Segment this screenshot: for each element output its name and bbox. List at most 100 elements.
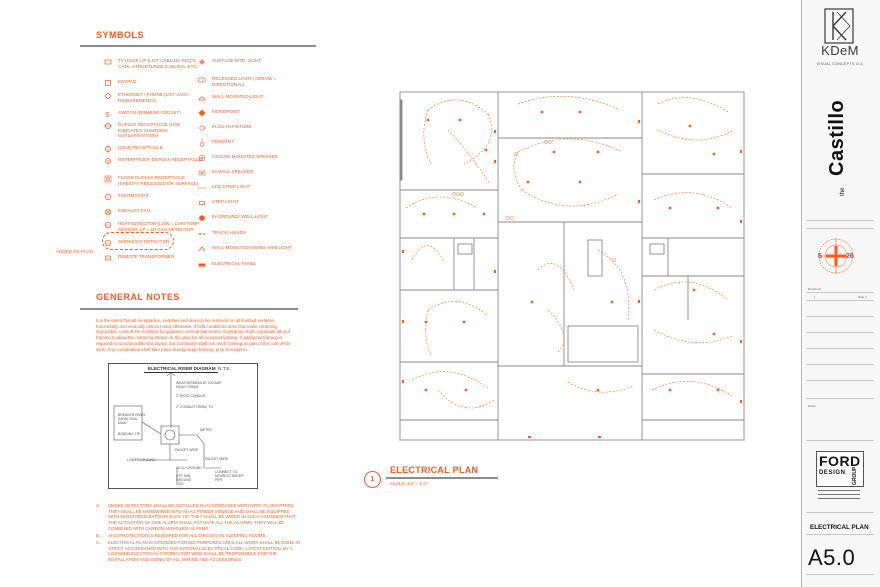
svg-text:S: S <box>106 241 109 245</box>
symbol-legend-row: PLUG-IN FIXTURE <box>198 124 252 132</box>
firm-name: KDeM <box>821 43 859 58</box>
symbol-legend-row: WALL MOUNTED LIGHT <box>198 94 263 102</box>
symbol-legend-row: TV HOOK-UP (LIST CABLING REQ'D, CAT6, ST… <box>104 58 204 69</box>
designer-logo-line1: FORD <box>819 453 861 469</box>
symbol-label: QUAD RECEPTACLE <box>118 145 163 150</box>
recessed-light-icon <box>198 77 206 83</box>
notes-label: Notes <box>808 404 816 408</box>
symbol-legend-row: FLOOR DUPLEX RECEPTACLE (SPECIFY RECESSE… <box>104 175 204 186</box>
symbol-legend-row: DUPLEX RECEPTACLE (USB INDICATES CHARGIN… <box>104 122 204 139</box>
symbol-legend-row: T REMOTE TRANSFORMER <box>104 254 174 262</box>
added-to-plan-note: ADDED TO PLAN <box>56 249 93 254</box>
symbol-label: THERMOSTAT <box>118 193 149 198</box>
firm-subtitle: VISUAL CONCEPTS LLC <box>816 62 864 66</box>
riser-label: CONNECT TO NEAREST WATER PIPE <box>215 470 244 482</box>
riser-label: #6 CU GROUND <box>176 466 202 470</box>
general-notes-divider <box>80 308 298 310</box>
title-block-divider <box>806 228 874 229</box>
riser-label: BONDING TIE <box>118 432 140 436</box>
switch-icon: S <box>105 112 110 118</box>
numbered-note: C.ELECTRICAL PLAN IS INTENDED FOR BID PU… <box>96 540 300 563</box>
riser-label: LOWER GROUND <box>127 458 156 462</box>
plan-title-underline <box>386 477 498 479</box>
revision-number: 1 <box>814 295 816 299</box>
symbol-label: KEYPAD <box>118 79 137 84</box>
symbol-legend-row: STEP LIGHT <box>198 199 239 207</box>
symbol-legend-row: KEYPAD <box>104 79 136 87</box>
symbol-legend-row: LED STRIP LIGHT <box>198 184 250 192</box>
title-block-divider <box>806 440 874 441</box>
symbol-legend-row: CEILING MOUNTED SPEAKER <box>198 154 278 162</box>
compass-left-value: 5 <box>818 253 822 260</box>
riser-label: 2" RIGID CONDUIT <box>176 394 206 398</box>
title-block-divider <box>806 398 874 399</box>
symbol-label: PENDANT <box>212 139 234 144</box>
circuit-lines <box>405 96 735 409</box>
surface-light-icon <box>199 59 205 65</box>
symbol-label: ELECTRICAL PANEL <box>212 261 257 266</box>
symbol-label: CEILING MOUNTED SPEAKER <box>212 154 278 159</box>
ceiling-fixture-marks <box>422 110 720 392</box>
duplex-usb-icon <box>104 123 112 129</box>
exhaust-fan-icon <box>104 208 112 216</box>
project-article: the <box>840 187 846 196</box>
north-arrow-icon <box>818 238 854 274</box>
general-notes-title: GENERAL NOTES <box>96 292 180 302</box>
smoke-co-detector-icon: S <box>104 239 112 247</box>
symbols-title: SYMBOLS <box>96 30 145 40</box>
designer-logo-line3: GROUP <box>852 466 858 485</box>
title-block-divider <box>806 534 874 535</box>
svg-text:T: T <box>107 256 109 260</box>
title-block-divider <box>806 332 874 333</box>
symbol-label: MONOPOINT <box>212 109 241 114</box>
riser-label: BREAKER PANEL (NEW) 200A MAIN <box>118 413 146 425</box>
symbol-legend-row: TRACK/ HEADS <box>198 230 246 238</box>
title-block <box>801 0 880 587</box>
title-block-divider <box>806 316 874 317</box>
svg-text:W: W <box>107 160 111 164</box>
in-ground-light-icon <box>199 215 205 221</box>
symbol-legend-row: T THERMOSTAT <box>104 193 149 201</box>
keypad-icon <box>105 80 111 86</box>
sheet-title: ELECTRICAL PLAN <box>810 524 869 531</box>
plan-number-badge: 1 <box>364 471 381 488</box>
symbol-label: ETHERNET / PHONE (LIST JACK REQUIREMENTS… <box>118 92 189 103</box>
wall-swing-arm-icon <box>198 246 206 252</box>
thermostat-icon: T <box>104 193 112 201</box>
symbol-legend-row: QUAD RECEPTACLE <box>104 145 163 153</box>
numbered-note: B.AFCI PROTECTION IS REQUIRED FOR ALL CI… <box>96 533 267 538</box>
title-block-divider <box>806 220 874 221</box>
symbol-legend-row: IN-WALL SPEAKER <box>198 169 253 177</box>
symbol-legend-row: PENDANT <box>198 139 234 147</box>
title-block-divider <box>806 380 874 381</box>
sheet-number: A5.0 <box>808 545 856 570</box>
symbol-label: IN-GROUND/ WELL LIGHT <box>212 214 269 219</box>
riser-title-underline <box>144 372 218 373</box>
riser-label: 6 FT MIN. GROUND ROD <box>176 474 192 486</box>
svg-text:T: T <box>107 195 110 199</box>
track-heads-icon <box>198 233 206 235</box>
symbol-legend-row: IN-GROUND/ WELL LIGHT <box>198 214 268 222</box>
riser-diagram-drawing <box>113 373 221 482</box>
symbol-label: LED STRIP LIGHT <box>212 184 251 189</box>
title-block-divider <box>806 292 874 293</box>
floor-duplex-icon <box>104 175 112 183</box>
title-block-divider <box>806 512 874 513</box>
title-block-divider <box>806 574 874 575</box>
title-block-divider <box>806 300 874 301</box>
title-block-divider <box>806 348 874 349</box>
designer-logo-box <box>816 451 864 487</box>
numbered-note: A.SMOKE DETECTORS SHALL BE INSTALLED IN … <box>96 503 296 531</box>
heat-detector-icon: H <box>104 221 112 229</box>
symbol-label: REMOTE TRANSFORMER <box>118 254 175 259</box>
riser-title: ELECTRICAL RISER DIAGRAM N.T.S. <box>148 366 231 371</box>
riser-label: FAUCET WIRE <box>205 457 229 461</box>
speaker-marks <box>452 140 616 262</box>
svg-text:S: S <box>105 112 110 118</box>
symbol-label: FLOOR DUPLEX RECEPTACLE (SPECIFY RECESSE… <box>118 175 199 186</box>
symbol-label: WALL MOUNTED LIGHT <box>212 94 264 99</box>
plan-walls <box>399 91 745 441</box>
